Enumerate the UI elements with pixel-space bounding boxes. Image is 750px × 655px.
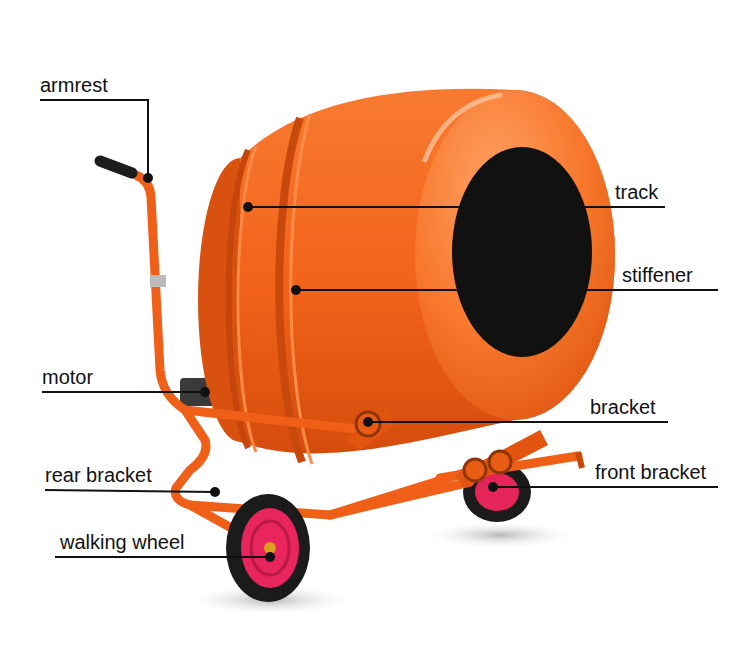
frame [136,175,578,545]
drum-opening [452,147,592,357]
highlight [425,95,500,160]
grip [100,161,132,173]
shadow [420,521,580,549]
part-label: stiffener [622,264,693,287]
leader-dot [143,173,498,562]
part-label: armrest [40,74,108,97]
part-label: rear bracket [45,464,152,487]
walking-wheel [226,494,310,602]
part-label: walking wheel [60,531,185,554]
clamp [150,275,166,287]
leader-line [40,100,718,557]
part-label: front bracket [595,461,706,484]
frame [578,452,582,468]
part-label: motor [42,366,93,389]
part-label: track [615,181,658,204]
drum-front [415,90,615,420]
track-ring [238,146,256,452]
part-label: bracket [590,396,656,419]
